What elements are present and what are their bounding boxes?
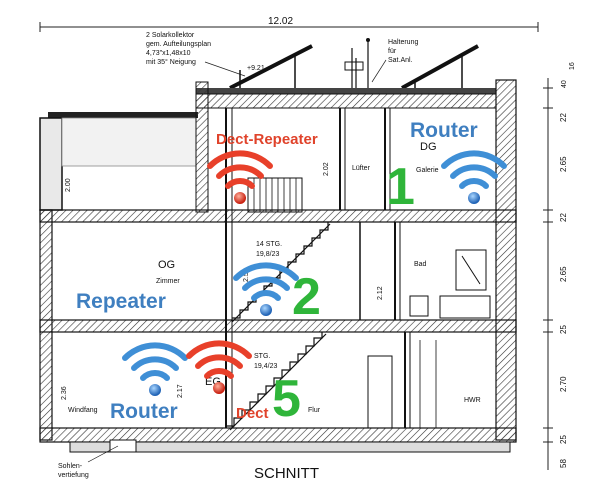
dim-270-eg: 2.70 [559, 376, 568, 392]
dim-58: 58 [559, 459, 568, 468]
dim-22-top: 22 [559, 113, 568, 122]
terrace-edge [48, 112, 198, 118]
solar-note-line-4: mit 35° Neigung [146, 58, 196, 66]
router-eg-wifi-icon [125, 345, 185, 396]
floor-label-og: OG [158, 259, 175, 271]
holder-note-line-2: für [388, 48, 397, 55]
stair-eg-count: STG. [254, 353, 270, 360]
eg-door [367, 355, 393, 429]
dect-wifi-icon [189, 343, 249, 394]
dim-25-mid: 25 [559, 325, 568, 334]
dim-22-mid: 22 [559, 213, 568, 222]
bad-window [455, 249, 487, 291]
label-dect: Dect [236, 405, 269, 422]
dim-236: 2.36 [61, 386, 68, 400]
solar-note-line-1: 2 Solarkollektor [146, 32, 195, 39]
dim-255: 2.55 [243, 268, 250, 282]
sole-note-line-2: vertiefung [58, 472, 89, 479]
dim-212: 2.12 [377, 286, 384, 300]
level-mark: +9.21 [247, 65, 265, 72]
number-2: 2 [292, 268, 321, 326]
floor-label-dg: DG [420, 141, 437, 153]
dg-railing [247, 177, 303, 213]
room-luefter: Lüfter [352, 165, 371, 172]
room-bad: Bad [414, 261, 427, 268]
label-dect-repeater: Dect-Repeater [216, 131, 318, 148]
slab-og-eg [39, 319, 517, 333]
room-galerie: Galerie [416, 167, 439, 174]
sole-note-line-1: Sohlen- [58, 463, 83, 470]
stairs-eg [226, 332, 327, 431]
dimension-top: 12.02 [268, 16, 293, 27]
roof-slab-top [196, 88, 496, 94]
stair-og-ratio: 19,8/23 [256, 251, 279, 258]
roof-structures [229, 38, 479, 90]
number-1: 1 [386, 158, 415, 216]
dg-left-wall [195, 81, 209, 213]
dim-265-dg: 2.65 [559, 156, 568, 172]
holder-note: Halterung für Sat.Anl. [371, 39, 418, 83]
solar-note: 2 Solarkollektor gem. Aufteilungsplan 4,… [146, 32, 265, 77]
dim-40: 40 [561, 80, 568, 88]
dim-16: 16 [569, 62, 576, 70]
dim-25-bottom: 25 [559, 435, 568, 444]
label-router-dg: Router [410, 119, 478, 142]
stair-eg-ratio: 19,4/23 [254, 363, 277, 370]
dim-202: 2.02 [323, 162, 330, 176]
right-outer-wall [495, 79, 517, 441]
router-dg-wifi-icon [444, 153, 504, 204]
terrace-parapet [39, 117, 63, 211]
number-5: 5 [272, 370, 301, 428]
section-title: SCHNITT [254, 465, 319, 482]
dect-repeater-wifi-icon [210, 153, 270, 204]
label-router-eg: Router [110, 400, 178, 423]
dim-265-og: 2.65 [559, 266, 568, 282]
right-dimension-chain: 40 16 22 2.65 22 2.65 25 2.70 25 58 [543, 62, 576, 470]
dim-200: 2.00 [65, 178, 72, 192]
holder-note-line-3: Sat.Anl. [388, 57, 413, 64]
foundation [69, 441, 511, 453]
sole-recess [109, 439, 137, 453]
holder-note-line-1: Halterung [388, 39, 418, 46]
terrace-glass [61, 117, 197, 167]
solar-note-line-3: 4,73"x1,48x10 [146, 50, 191, 57]
label-repeater: Repeater [76, 290, 166, 313]
room-windfang: Windfang [68, 407, 98, 414]
top-dimension: 12.02 [39, 16, 539, 32]
room-hwr: HWR [464, 397, 481, 404]
stair-og-count: 14 STG. [256, 241, 282, 248]
dim-217: 2.17 [177, 384, 184, 398]
solar-note-line-2: gem. Aufteilungsplan [146, 41, 211, 48]
room-flur: Flur [308, 407, 321, 414]
roof-slab [195, 93, 497, 109]
room-zimmer: Zimmer [156, 278, 180, 285]
